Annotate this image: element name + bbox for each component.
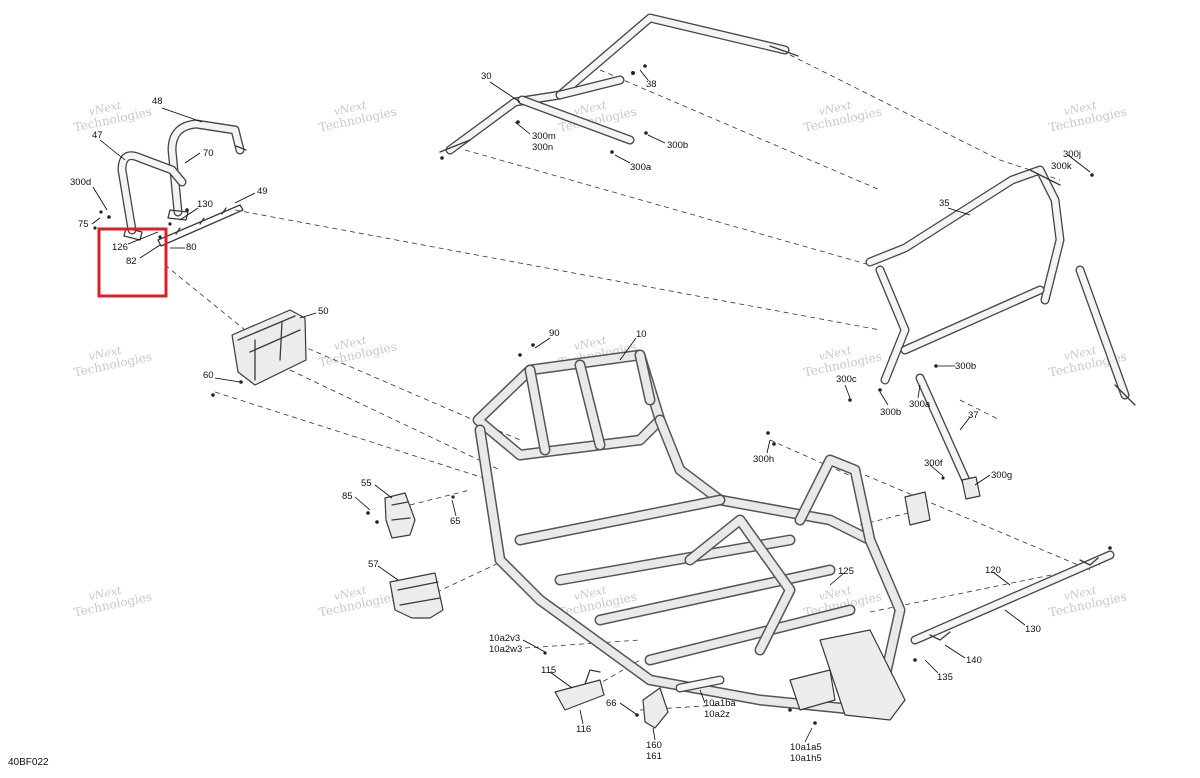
callout-135: 135 xyxy=(937,672,953,683)
callout-160: 160 xyxy=(646,740,662,751)
callout-116: 116 xyxy=(576,724,591,735)
callout-300g: 300g xyxy=(991,470,1012,481)
callout-300c: 300c xyxy=(836,374,857,385)
callout-labels: 48 47 70 300d 130 49 75 126 82 80 30 38 … xyxy=(70,71,1081,764)
callout-82: 82 xyxy=(126,256,137,267)
callout-90: 90 xyxy=(549,328,560,339)
bracket-55 xyxy=(366,492,416,539)
bracket-49 xyxy=(157,204,244,247)
callout-300b-low: 300b xyxy=(880,407,901,418)
callout-47: 47 xyxy=(92,130,103,141)
callout-49: 49 xyxy=(257,186,268,197)
assembly-lines xyxy=(164,54,1101,711)
callout-125: 125 xyxy=(838,566,854,577)
callout-80: 80 xyxy=(186,242,197,253)
callout-300m: 300m xyxy=(532,131,556,142)
callout-300a-top: 300a xyxy=(630,162,652,173)
callout-37: 37 xyxy=(968,410,979,421)
callout-10a2z: 10a2z xyxy=(704,709,730,720)
callout-66: 66 xyxy=(606,698,617,709)
diagram-code: 40BF022 xyxy=(8,757,49,768)
roll-bar-35 xyxy=(848,165,1136,406)
bracket-57 xyxy=(389,572,444,619)
callout-57: 57 xyxy=(368,559,379,570)
bracket-50 xyxy=(211,309,307,397)
callout-10: 10 xyxy=(636,329,647,340)
leader-lines xyxy=(91,69,1091,743)
strut-37 xyxy=(766,373,981,500)
grab-handle-47 xyxy=(117,151,187,241)
callout-161: 161 xyxy=(646,751,662,762)
callout-85: 85 xyxy=(342,491,353,502)
callout-38: 38 xyxy=(646,79,657,90)
callout-48: 48 xyxy=(152,96,163,107)
bracket-160 xyxy=(635,687,669,729)
callout-300h: 300h xyxy=(753,454,774,465)
callout-300j: 300j xyxy=(1063,149,1081,160)
main-frame-10 xyxy=(451,343,906,725)
callout-300f: 300f xyxy=(924,458,943,469)
callout-70: 70 xyxy=(203,148,214,159)
callout-130b: 130 xyxy=(1025,624,1041,635)
callout-75: 75 xyxy=(78,219,89,230)
callout-35: 35 xyxy=(939,198,950,209)
callout-120: 120 xyxy=(985,565,1001,576)
callout-50: 50 xyxy=(318,306,329,317)
callout-300b-top: 300b xyxy=(667,140,688,151)
callout-10a2v3: 10a2v3 xyxy=(489,633,520,644)
callout-126: 126 xyxy=(112,242,128,253)
callout-10a1h5: 10a1h5 xyxy=(790,753,822,764)
callout-60: 60 xyxy=(203,370,214,381)
callout-300a-mid: 300a xyxy=(909,399,931,410)
callout-130a: 130 xyxy=(197,199,213,210)
tube-10a1ba xyxy=(675,675,725,693)
small-hardware-left xyxy=(93,208,189,239)
callout-30: 30 xyxy=(481,71,492,82)
callout-10a2w3: 10a2w3 xyxy=(489,644,522,655)
bracket-115 xyxy=(554,669,605,711)
callout-140: 140 xyxy=(966,655,982,666)
callout-300n: 300n xyxy=(532,142,553,153)
callout-65: 65 xyxy=(450,516,461,527)
callout-300k: 300k xyxy=(1051,161,1072,172)
callout-115: 115 xyxy=(541,665,556,676)
highlight-box xyxy=(97,227,168,298)
callout-300b-mid: 300b xyxy=(955,361,976,372)
callout-300d: 300d xyxy=(70,177,91,188)
callout-10a1a5: 10a1a5 xyxy=(790,742,822,753)
callout-10a1ba: 10a1ba xyxy=(704,698,736,709)
bracket-right xyxy=(904,491,1115,662)
grab-handle-48 xyxy=(167,119,247,221)
roll-bar-30 xyxy=(439,13,799,160)
callout-55: 55 xyxy=(361,478,372,489)
